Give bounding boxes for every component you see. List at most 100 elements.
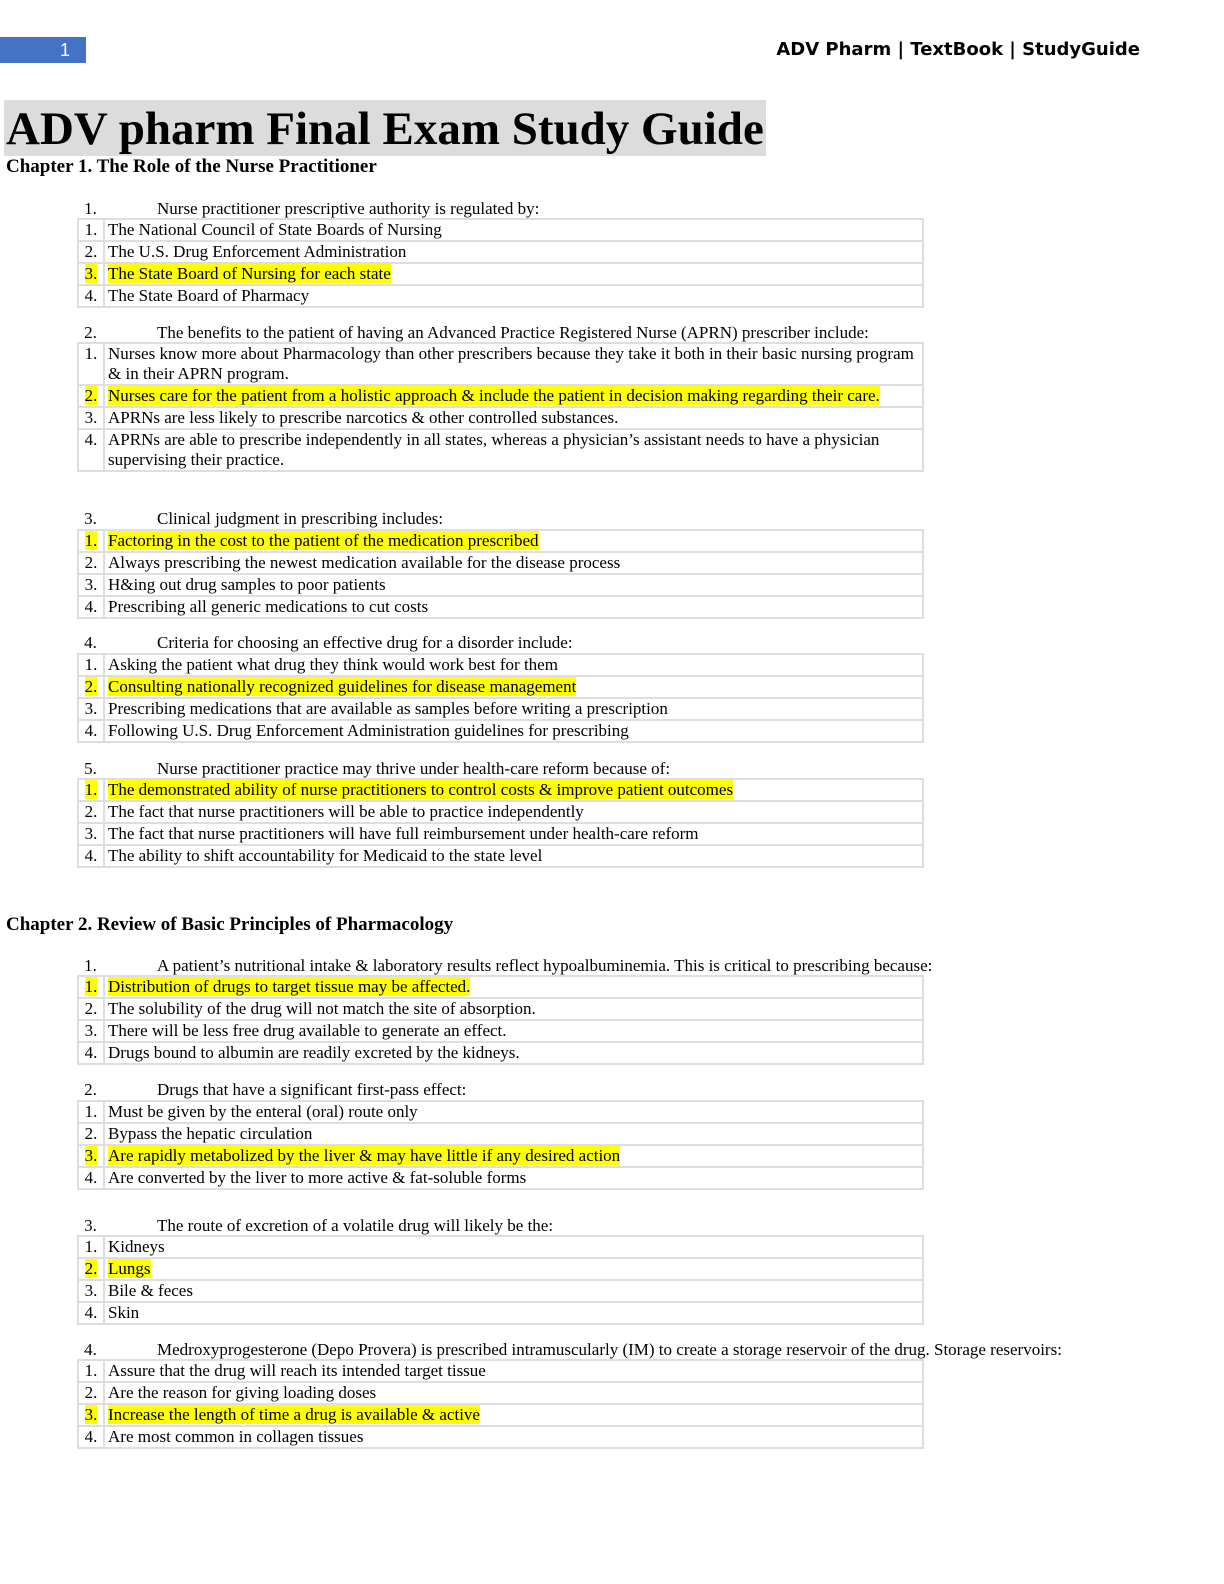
option-text: The National Council of State Boards of … bbox=[103, 218, 924, 242]
answer-option: 3.Bile & feces bbox=[77, 1279, 924, 1303]
question-text: Drugs that have a significant first-pass… bbox=[157, 1080, 467, 1099]
option-number: 1. bbox=[77, 218, 105, 242]
answer-option-correct: 1.Factoring in the cost to the patient o… bbox=[77, 529, 924, 553]
option-text: The State Board of Pharmacy bbox=[103, 284, 924, 308]
chapter-heading: Chapter 2. Review of Basic Principles of… bbox=[6, 914, 454, 935]
option-text: The solubility of the drug will not matc… bbox=[103, 997, 924, 1021]
option-number: 1. bbox=[77, 653, 105, 677]
option-number: 4. bbox=[77, 1425, 105, 1449]
option-text: Bile & feces bbox=[103, 1279, 924, 1303]
running-header-title: ADV Pharm | TextBook | StudyGuide bbox=[776, 39, 1140, 60]
question-text: Medroxyprogesterone (Depo Provera) is pr… bbox=[157, 1340, 1062, 1359]
question-text: The benefits to the patient of having an… bbox=[157, 323, 869, 342]
answer-option: 2.Bypass the hepatic circulation bbox=[77, 1122, 924, 1146]
answer-options-table: 1.Nurses know more about Pharmacology th… bbox=[77, 342, 924, 472]
answer-option: 1.The National Council of State Boards o… bbox=[77, 218, 924, 242]
option-number: 4. bbox=[77, 844, 105, 868]
highlighted-number: 1. bbox=[84, 531, 98, 550]
answer-option-correct: 2.Lungs bbox=[77, 1257, 924, 1281]
option-number: 4. bbox=[77, 719, 105, 743]
highlighted-number: 3. bbox=[84, 1146, 98, 1165]
option-text: Kidneys bbox=[103, 1235, 924, 1259]
answer-option-correct: 1.Distribution of drugs to target tissue… bbox=[77, 975, 924, 999]
highlighted-answer: Consulting nationally recognized guideli… bbox=[108, 677, 577, 696]
answer-options-table: 1. The demonstrated ability of nurse prac… bbox=[77, 778, 924, 868]
option-text: Are the reason for giving loading doses bbox=[103, 1381, 924, 1405]
option-text: H&ing out drug samples to poor patients bbox=[103, 573, 924, 597]
answer-options-table: 1.Must be given by the enteral (oral) ro… bbox=[77, 1100, 924, 1190]
question-number: 4. bbox=[84, 1340, 97, 1359]
option-text: Nurses know more about Pharmacology than… bbox=[103, 342, 924, 386]
answer-option: 3.There will be less free drug available… bbox=[77, 1019, 924, 1043]
option-number: 1. bbox=[77, 1100, 105, 1124]
option-number: 2. bbox=[77, 675, 105, 699]
answer-option: 2.Always prescribing the newest medicati… bbox=[77, 551, 924, 575]
option-text: Are rapidly metabolized by the liver & m… bbox=[103, 1144, 924, 1168]
option-text: Prescribing medications that are availab… bbox=[103, 697, 924, 721]
highlighted-answer: Lungs bbox=[108, 1259, 151, 1278]
answer-option: 2.The solubility of the drug will not ma… bbox=[77, 997, 924, 1021]
answer-option: 2.The fact that nurse practitioners will… bbox=[77, 800, 924, 824]
option-text: Lungs bbox=[103, 1257, 924, 1281]
highlighted-number: 2. bbox=[84, 386, 98, 405]
answer-options-table: 1.Asking the patient what drug they thin… bbox=[77, 653, 924, 743]
document-title: ADV pharm Final Exam Study Guide bbox=[4, 100, 766, 156]
option-number: 2. bbox=[77, 800, 105, 824]
option-number: 3. bbox=[77, 1403, 105, 1427]
highlighted-number: 3. bbox=[84, 1405, 98, 1424]
option-number: 2. bbox=[77, 240, 105, 264]
option-text: The ability to shift accountability for … bbox=[103, 844, 924, 868]
answer-options-table: 1.Factoring in the cost to the patient o… bbox=[77, 529, 924, 619]
answer-options-table: 1.Assure that the drug will reach its in… bbox=[77, 1359, 924, 1449]
highlighted-answer: Nurses care for the patient from a holis… bbox=[108, 386, 880, 405]
option-number: 2. bbox=[77, 1257, 105, 1281]
answer-option: 2.Are the reason for giving loading dose… bbox=[77, 1381, 924, 1405]
option-text: Are most common in collagen tissues bbox=[103, 1425, 924, 1449]
option-text: The demonstrated ability of nurse practi… bbox=[103, 778, 924, 802]
question-number: 5. bbox=[84, 759, 97, 778]
highlighted-answer: Distribution of drugs to target tissue m… bbox=[108, 977, 471, 996]
page-number-badge: 1 bbox=[0, 37, 86, 63]
answer-option: 3.APRNs are less likely to prescribe nar… bbox=[77, 406, 924, 430]
highlighted-answer: The State Board of Nursing for each stat… bbox=[108, 264, 391, 283]
question-text: Clinical judgment in prescribing include… bbox=[157, 509, 444, 528]
answer-option-correct: 3. Are rapidly metabolized by the liver &… bbox=[77, 1144, 924, 1168]
option-number: 2. bbox=[77, 997, 105, 1021]
question-number: 1. bbox=[84, 199, 97, 218]
option-text: APRNs are able to prescribe independentl… bbox=[103, 428, 924, 472]
answer-option: 4.Prescribing all generic medications to… bbox=[77, 595, 924, 619]
option-number: 3. bbox=[77, 1144, 105, 1168]
option-number: 1. bbox=[77, 975, 105, 999]
answer-options-table: 1.Distribution of drugs to target tissue… bbox=[77, 975, 924, 1065]
option-text: The U.S. Drug Enforcement Administration bbox=[103, 240, 924, 264]
option-number: 1. bbox=[77, 342, 105, 386]
highlighted-answer: Are rapidly metabolized by the liver & m… bbox=[108, 1146, 621, 1165]
option-number: 1. bbox=[77, 1359, 105, 1383]
question-number: 2. bbox=[84, 323, 97, 342]
question-text: Nurse practitioner practice may thrive u… bbox=[157, 759, 671, 778]
answer-option: 2.The U.S. Drug Enforcement Administrati… bbox=[77, 240, 924, 264]
question-number: 3. bbox=[84, 509, 97, 528]
option-number: 1. bbox=[77, 778, 105, 802]
option-text: Bypass the hepatic circulation bbox=[103, 1122, 924, 1146]
option-number: 4. bbox=[77, 284, 105, 308]
option-text: Distribution of drugs to target tissue m… bbox=[103, 975, 924, 999]
option-text: Increase the length of time a drug is av… bbox=[103, 1403, 924, 1427]
option-number: 3. bbox=[77, 697, 105, 721]
answer-option: 3.The fact that nurse practitioners will… bbox=[77, 822, 924, 846]
answer-options-table: 1.The National Council of State Boards o… bbox=[77, 218, 924, 308]
highlighted-answer: Increase the length of time a drug is av… bbox=[108, 1405, 480, 1424]
answer-option-correct: 1. The demonstrated ability of nurse prac… bbox=[77, 778, 924, 802]
option-number: 3. bbox=[77, 573, 105, 597]
option-number: 1. bbox=[77, 1235, 105, 1259]
option-number: 3. bbox=[77, 1019, 105, 1043]
highlighted-number: 1. bbox=[84, 780, 98, 799]
option-text: Always prescribing the newest medication… bbox=[103, 551, 924, 575]
answer-option: 3.H&ing out drug samples to poor patient… bbox=[77, 573, 924, 597]
answer-option: 4.Are converted by the liver to more act… bbox=[77, 1166, 924, 1190]
question-number: 3. bbox=[84, 1216, 97, 1235]
option-number: 3. bbox=[77, 262, 105, 286]
option-number: 2. bbox=[77, 1381, 105, 1405]
option-text: Are converted by the liver to more activ… bbox=[103, 1166, 924, 1190]
answer-option: 1.Assure that the drug will reach its in… bbox=[77, 1359, 924, 1383]
